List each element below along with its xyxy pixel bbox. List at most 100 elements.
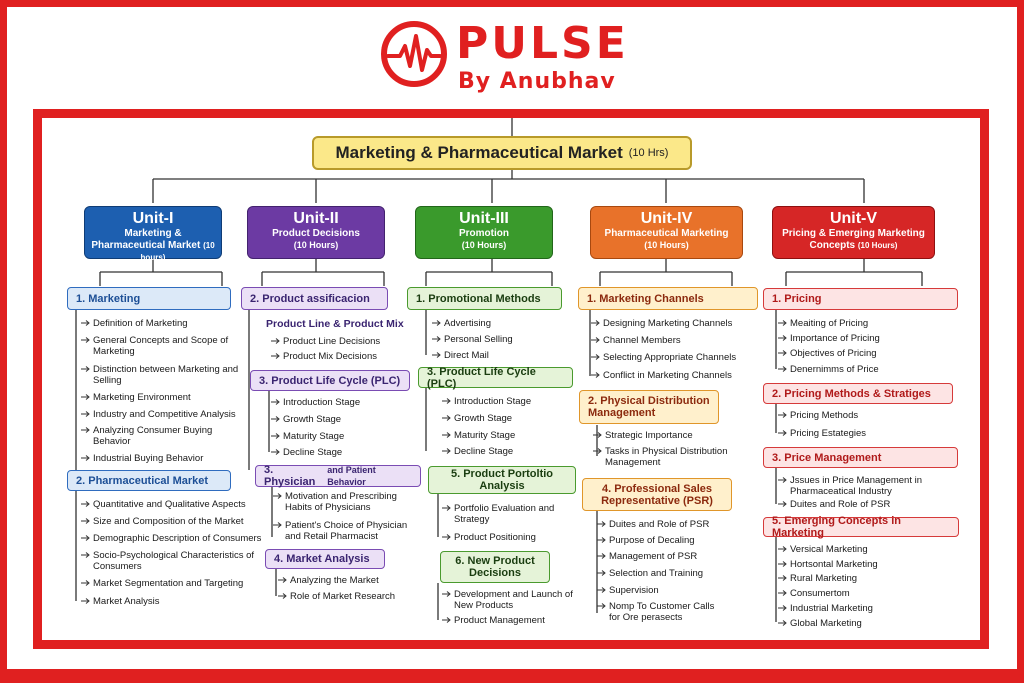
section-marketing: 1. Marketing <box>67 287 231 310</box>
list-item: Analyzing the Market <box>290 575 379 586</box>
unit-1-hours: (10 hours) <box>140 241 215 262</box>
unit-4-box: Unit-IV Pharmaceutical Marketing (10 Hou… <box>590 206 743 259</box>
section-product-classification: 2. Product assificacion <box>241 287 388 310</box>
section-pricing-methods: 2. Pricing Methods & Stratiges <box>763 383 953 404</box>
unit-3-subtitle: Promotion <box>459 228 509 239</box>
list-item: Personal Selling <box>444 334 513 345</box>
list-item: Rural Marketing <box>790 573 858 584</box>
list-item: Role of Market Research <box>290 591 396 602</box>
list-item: Importance of Pricing <box>790 333 880 344</box>
unit-4-hours: (10 Hours) <box>644 240 689 250</box>
section-professional-sales-rep: 4. Professional Sales Representative (PS… <box>582 478 732 511</box>
list-item: Channel Members <box>603 335 681 346</box>
list-item: Objectives of Pricing <box>790 348 877 359</box>
list-item: Supervision <box>609 585 659 596</box>
list-item: Industrial Buying Behavior <box>93 453 204 464</box>
list-item: Meaiting of Pricing <box>790 318 869 329</box>
list-item: Decline Stage <box>454 446 514 457</box>
list-item: Market Segmentation and Targeting <box>93 578 244 589</box>
subheading-product-line-mix: Product Line & Product Mix <box>266 318 404 330</box>
list-item: Denernimms of Price <box>790 364 879 375</box>
list-item: Consumertom <box>790 588 850 599</box>
main-title-hours: (10 Hrs) <box>628 147 669 159</box>
list-item: Duites and Role of PSR <box>609 519 710 530</box>
section-product-life-cycle-3: 3. Product Life Cycle (PLC) <box>418 366 573 390</box>
list-item: Selecting Appropriate Channels <box>603 352 737 363</box>
main-title: Marketing & Pharmaceutical Market <box>335 143 623 162</box>
list-item: Direct Mail <box>444 350 489 361</box>
list-item: Pricing Methods <box>790 410 859 421</box>
list-item: Industry and Competitive Analysis <box>93 409 236 420</box>
list-item: Duites and Role of PSR <box>790 499 891 510</box>
unit-3-box: Unit-III Promotion (10 Hours) <box>415 206 553 259</box>
section-pricing: 1. Pricing <box>763 288 958 310</box>
list-item: Motivation and Prescribing Habits of Phy… <box>285 491 397 513</box>
list-item: Designing Marketing Channels <box>603 318 733 329</box>
list-item: Distinction between Marketing and Sellin… <box>93 364 239 386</box>
list-item: Portfolio Evaluation and Strategy <box>454 503 555 525</box>
list-item: Purpose of Decaling <box>609 535 695 546</box>
list-item: Selection and Training <box>609 568 704 579</box>
list-item: Introduction Stage <box>283 397 361 408</box>
list-item: Industrial Marketing <box>790 603 873 614</box>
list-item: Maturity Stage <box>454 430 516 441</box>
list-item: Pricing Estategies <box>790 428 867 439</box>
list-item: Definition of Marketing <box>93 318 188 329</box>
list-item: Growth Stage <box>454 413 513 424</box>
section-emerging-concepts: 5. Emerging Concepts in Marketing <box>763 515 959 539</box>
pulse-logo-icon <box>381 21 447 87</box>
list-item: Management of PSR <box>609 551 698 562</box>
list-item: Strategic Importance <box>605 430 693 441</box>
list-item: Tasks in Physical Distribution Managemen… <box>605 446 728 468</box>
unit-1-name: Unit-I <box>132 210 174 227</box>
unit-2-box: Unit-II Product Decisions (10 Hours) <box>247 206 385 259</box>
list-item: Product Positioning <box>454 532 536 543</box>
list-item: Global Marketing <box>790 618 862 629</box>
brand-name: PULSE <box>456 18 629 69</box>
main-title-box: Marketing & Pharmaceutical Market (10 Hr… <box>312 136 692 170</box>
section-product-life-cycle: 3. Product Life Cycle (PLC) <box>250 370 410 391</box>
list-item: Versical Marketing <box>790 544 868 555</box>
section-product-portfolio-analysis: 5. Product Portoltio Analysis <box>428 466 576 494</box>
list-item: Product Management <box>454 615 545 626</box>
list-item: Jssues in Price Management in Pharmaceat… <box>790 475 923 497</box>
unit-5-hours: (10 Hours) <box>857 241 898 250</box>
list-item: Maturity Stage <box>283 431 345 442</box>
list-item: Growth Stage <box>283 414 342 425</box>
section-physical-distribution: 2. Physical Distribution Management <box>579 390 719 424</box>
unit-2-name: Unit-II <box>293 210 339 227</box>
section-physician-patient-behavior: 3. Physician and Patient Behavior <box>255 464 421 488</box>
list-item: Marketing Environment <box>93 392 191 403</box>
unit-1-subtitle: Marketing & Pharmaceutical Market (10 ho… <box>91 228 215 262</box>
unit-5-subtitle: Pricing & Emerging Marketing Concepts (1… <box>782 228 925 251</box>
list-item: Advertising <box>444 318 491 329</box>
list-item: Market Analysis <box>93 596 160 607</box>
unit-1-box: Unit-I Marketing & Pharmaceutical Market… <box>84 206 222 262</box>
unit-3-name: Unit-III <box>459 210 509 227</box>
list-item: Patient's Choice of Physician and Retail… <box>285 520 408 542</box>
list-item: General Concepts and Scope of Marketing <box>93 335 229 357</box>
list-item: Quantitative and Qualitative Aspects <box>93 499 246 510</box>
list-item: Conflict in Marketing Channels <box>603 370 732 381</box>
list-item: Introduction Stage <box>454 396 532 407</box>
section-pharmaceutical-market: 2. Pharmaceutical Market <box>67 470 231 491</box>
list-item: Analyzing Consumer Buying Behavior <box>93 425 213 447</box>
section-price-management: 3. Price Management <box>763 447 958 468</box>
section-market-analysis: 4. Market Analysis <box>265 549 385 569</box>
section-promotional-methods: 1. Promotional Methods <box>407 287 562 310</box>
section-new-product-decisions: 6. New Product Decisions <box>440 551 550 583</box>
unit-2-subtitle: Product Decisions <box>272 228 360 239</box>
unit-3-hours: (10 Hours) <box>461 240 507 250</box>
list-item: Demographic Description of Consumers <box>93 533 262 544</box>
brand-byline: By Anubhav <box>458 69 616 94</box>
bottom-bar <box>0 669 1024 683</box>
list-item: Socio-Psychological Characteristics of C… <box>93 550 255 572</box>
list-item: Hortsontal Marketing <box>790 559 878 570</box>
list-item: Product Mix Decisions <box>283 351 377 362</box>
section-marketing-channels: 1. Marketing Channels <box>578 287 758 310</box>
section-title-small: and Patient Behavior <box>327 465 376 487</box>
list-item: Development and Launch of New Products <box>454 589 573 611</box>
list-item: Nomp To Customer Calls for Ore perasects <box>609 601 715 623</box>
list-item: Product Line Decisions <box>283 336 381 347</box>
unit-2-hours: (10 Hours) <box>293 240 339 250</box>
